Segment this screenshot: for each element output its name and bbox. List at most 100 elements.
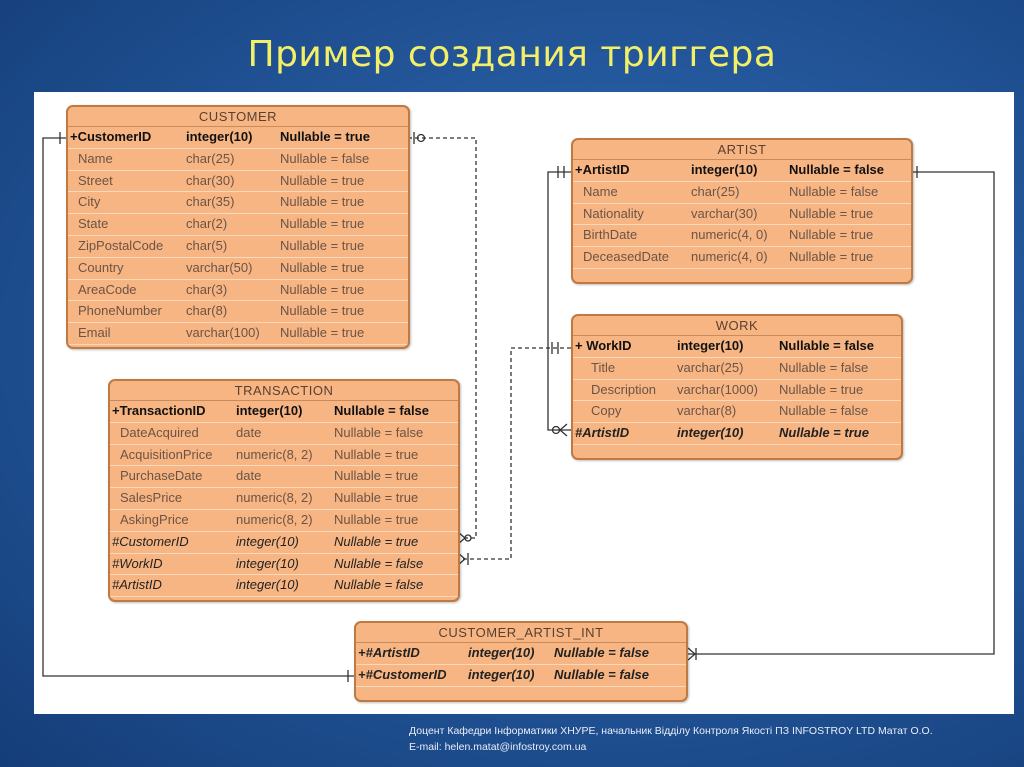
- link-work-transaction: [462, 347, 571, 560]
- field-type: char(3): [186, 281, 228, 297]
- table-row: Nationality varchar(30) Nullable = true: [573, 204, 911, 226]
- entity-transaction: TRANSACTION +TransactionID integer(10) N…: [108, 379, 460, 602]
- field-name: PhoneNumber: [78, 303, 162, 319]
- field-type: date: [236, 424, 262, 440]
- field-type: integer(10): [236, 533, 299, 549]
- table-row: Description varchar(1000) Nullable = tru…: [573, 380, 901, 402]
- field-type: numeric(8, 2): [236, 511, 313, 527]
- table-row: +TransactionID integer(10) Nullable = fa…: [110, 401, 458, 423]
- field-nullable: Nullable = true: [280, 216, 365, 232]
- table-row: Street char(30) Nullable = true: [68, 171, 408, 193]
- field-name: +ArtistID: [575, 162, 630, 177]
- field-name: City: [78, 194, 101, 210]
- field-type: varchar(30): [691, 205, 758, 221]
- field-nullable: Nullable = true: [280, 325, 365, 341]
- entity-title: CUSTOMER_ARTIST_INT: [356, 623, 686, 643]
- field-name: #CustomerID: [112, 533, 189, 549]
- field-nullable: Nullable = false: [789, 162, 885, 177]
- field-name: #ArtistID: [575, 425, 630, 441]
- table-row: PurchaseDate date Nullable = true: [110, 466, 458, 489]
- field-type: varchar(50): [186, 259, 253, 275]
- table-row: #ArtistID integer(10) Nullable = true: [573, 423, 901, 445]
- footer-author: Доцент Кафедри Інформатики ХНУРЕ, началь…: [409, 725, 933, 737]
- field-nullable: Nullable = true: [280, 172, 365, 188]
- table-row: BirthDate numeric(4, 0) Nullable = true: [573, 225, 911, 248]
- field-name: State: [78, 216, 109, 232]
- relationship-lines: [42, 132, 995, 682]
- table-row: +#ArtistID integer(10) Nullable = false: [356, 643, 686, 665]
- field-type: integer(10): [677, 425, 744, 441]
- field-type: char(2): [186, 216, 228, 232]
- field-type: char(25): [186, 150, 235, 166]
- field-nullable: Nullable = true: [280, 259, 365, 275]
- table-row: DateAcquired date Nullable = false: [110, 423, 458, 445]
- field-name: Country: [78, 259, 124, 275]
- field-nullable: Nullable = true: [789, 249, 874, 265]
- field-nullable: Nullable = false: [280, 150, 370, 166]
- field-name: DateAcquired: [120, 424, 199, 440]
- field-name: #WorkID: [112, 555, 163, 571]
- field-type: integer(10): [468, 666, 535, 682]
- table-row: Name char(25) Nullable = false: [573, 182, 911, 204]
- table-row: ZipPostalCode char(5) Nullable = true: [68, 236, 408, 258]
- field-name: Name: [583, 183, 618, 199]
- field-name: Nationality: [583, 205, 644, 221]
- field-type: numeric(4, 0): [691, 249, 768, 265]
- field-nullable: Nullable = true: [334, 490, 419, 506]
- table-row: AreaCode char(3) Nullable = true: [68, 280, 408, 302]
- field-nullable: Nullable = false: [779, 403, 869, 419]
- field-type: varchar(1000): [677, 381, 758, 397]
- table-row: PhoneNumber char(8) Nullable = true: [68, 301, 408, 324]
- table-row: Email varchar(100) Nullable = true: [68, 323, 408, 345]
- table-row: Copy varchar(8) Nullable = false: [573, 401, 901, 424]
- field-nullable: Nullable = false: [334, 424, 424, 440]
- field-name: Email: [78, 325, 111, 341]
- field-name: Copy: [591, 403, 622, 419]
- field-nullable: Nullable = true: [789, 205, 874, 221]
- field-nullable: Nullable = true: [334, 446, 419, 462]
- diagram-canvas: CUSTOMER +CustomerID integer(10) Nullabl…: [34, 92, 1014, 714]
- field-name: DeceasedDate: [583, 249, 669, 265]
- field-name: Description: [591, 381, 657, 397]
- field-name: Street: [78, 172, 113, 188]
- entity-title: WORK: [573, 316, 901, 336]
- field-name: +#ArtistID: [358, 645, 420, 660]
- entity-customer-artist-int: CUSTOMER_ARTIST_INT +#ArtistID integer(1…: [354, 621, 688, 702]
- entity-title: CUSTOMER: [68, 107, 408, 127]
- entity-title: ARTIST: [573, 140, 911, 160]
- field-type: char(5): [186, 237, 228, 253]
- field-type: varchar(100): [186, 325, 260, 341]
- field-type: date: [236, 468, 262, 484]
- field-type: numeric(8, 2): [236, 446, 313, 462]
- field-type: char(35): [186, 194, 235, 210]
- field-nullable: Nullable = true: [334, 468, 419, 484]
- field-type: integer(10): [691, 162, 758, 177]
- field-nullable: Nullable = false: [779, 359, 869, 375]
- link-artist-cai: [684, 171, 995, 655]
- field-type: varchar(8): [677, 403, 737, 419]
- field-name: AskingPrice: [120, 511, 189, 527]
- field-type: varchar(25): [677, 359, 744, 375]
- field-name: PurchaseDate: [120, 468, 203, 484]
- field-name: #ArtistID: [112, 577, 162, 593]
- field-name: +TransactionID: [112, 403, 206, 418]
- field-type: integer(10): [468, 645, 535, 660]
- entity-artist: ARTIST +ArtistID integer(10) Nullable = …: [571, 138, 913, 284]
- field-nullable: Nullable = true: [334, 533, 419, 549]
- table-row: City char(35) Nullable = true: [68, 192, 408, 215]
- table-row: Name char(25) Nullable = false: [68, 149, 408, 171]
- field-nullable: Nullable = true: [280, 303, 365, 319]
- field-type: char(30): [186, 172, 235, 188]
- field-nullable: Nullable = true: [779, 425, 869, 441]
- field-nullable: Nullable = false: [334, 555, 424, 571]
- link-artist-work: [547, 171, 571, 431]
- field-nullable: Nullable = false: [554, 645, 650, 660]
- entity-work: WORK + WorkID integer(10) Nullable = fal…: [571, 314, 903, 460]
- field-nullable: Nullable = false: [789, 183, 879, 199]
- slide-title: Пример создания триггера: [247, 34, 777, 75]
- field-type: integer(10): [186, 129, 253, 144]
- table-row: #WorkID integer(10) Nullable = false: [110, 554, 458, 576]
- field-name: AreaCode: [78, 281, 137, 297]
- field-type: numeric(4, 0): [691, 227, 768, 243]
- footer-email: E-mail: helen.matat@infostroy.com.ua: [409, 741, 587, 753]
